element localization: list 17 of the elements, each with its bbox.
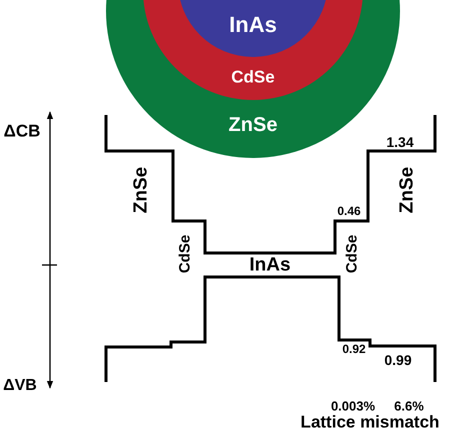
material-label: InAs xyxy=(249,256,291,274)
value-label: 0.99 xyxy=(384,353,412,367)
caption-label: Lattice mismatch xyxy=(300,414,440,430)
material-label: ZnSe xyxy=(132,166,150,214)
value-label: 0.46 xyxy=(337,205,361,217)
axis-label: ΔVB xyxy=(3,378,37,394)
value-label: 6.6% xyxy=(394,400,424,412)
material-label: ZnSe xyxy=(398,166,416,214)
axis-label: ΔCB xyxy=(4,122,40,140)
material-label: CdSe xyxy=(178,234,192,274)
circle-label: ZnSe xyxy=(228,115,278,135)
value-label: 1.34 xyxy=(386,135,414,149)
circle-label: InAs xyxy=(229,14,277,36)
value-label: 0.003% xyxy=(330,400,376,412)
material-label: CdSe xyxy=(344,234,360,274)
value-label: 0.92 xyxy=(342,343,366,355)
circle-label: CdSe xyxy=(231,68,275,86)
